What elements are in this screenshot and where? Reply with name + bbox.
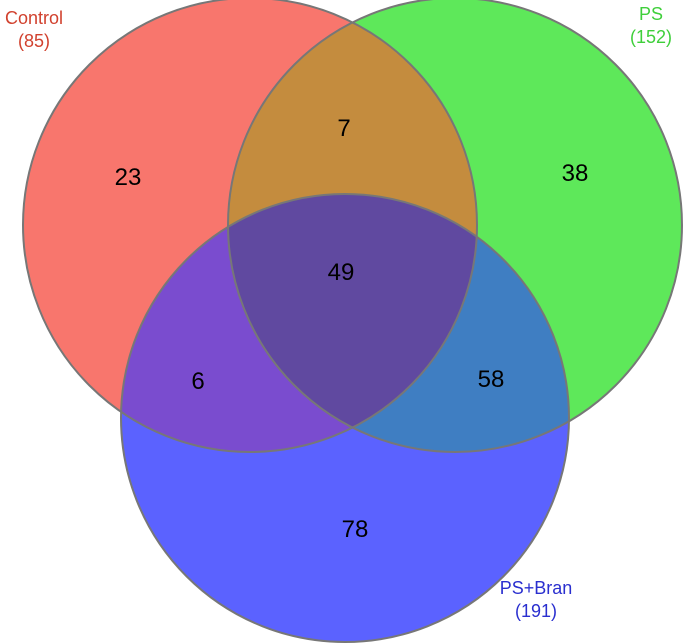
- outline-ps: [227, 0, 683, 453]
- label-psbran-total: (191): [515, 601, 557, 621]
- count-ps-only: 38: [562, 160, 589, 187]
- outline-control: [22, 0, 478, 453]
- count-control-only: 23: [115, 164, 142, 191]
- count-all-three: 49: [328, 259, 355, 286]
- outline-psbran: [120, 193, 570, 643]
- count-ps-psbran: 58: [478, 366, 505, 393]
- count-psbran-only: 78: [342, 516, 369, 543]
- count-control-psbran: 6: [191, 368, 204, 395]
- label-ps-total: (152): [630, 27, 672, 47]
- label-ps-name: PS: [639, 4, 663, 24]
- count-control-ps: 7: [337, 115, 350, 142]
- label-psbran-name: PS+Bran: [500, 578, 573, 598]
- label-control-name: Control: [5, 8, 63, 28]
- label-control-total: (85): [18, 31, 50, 51]
